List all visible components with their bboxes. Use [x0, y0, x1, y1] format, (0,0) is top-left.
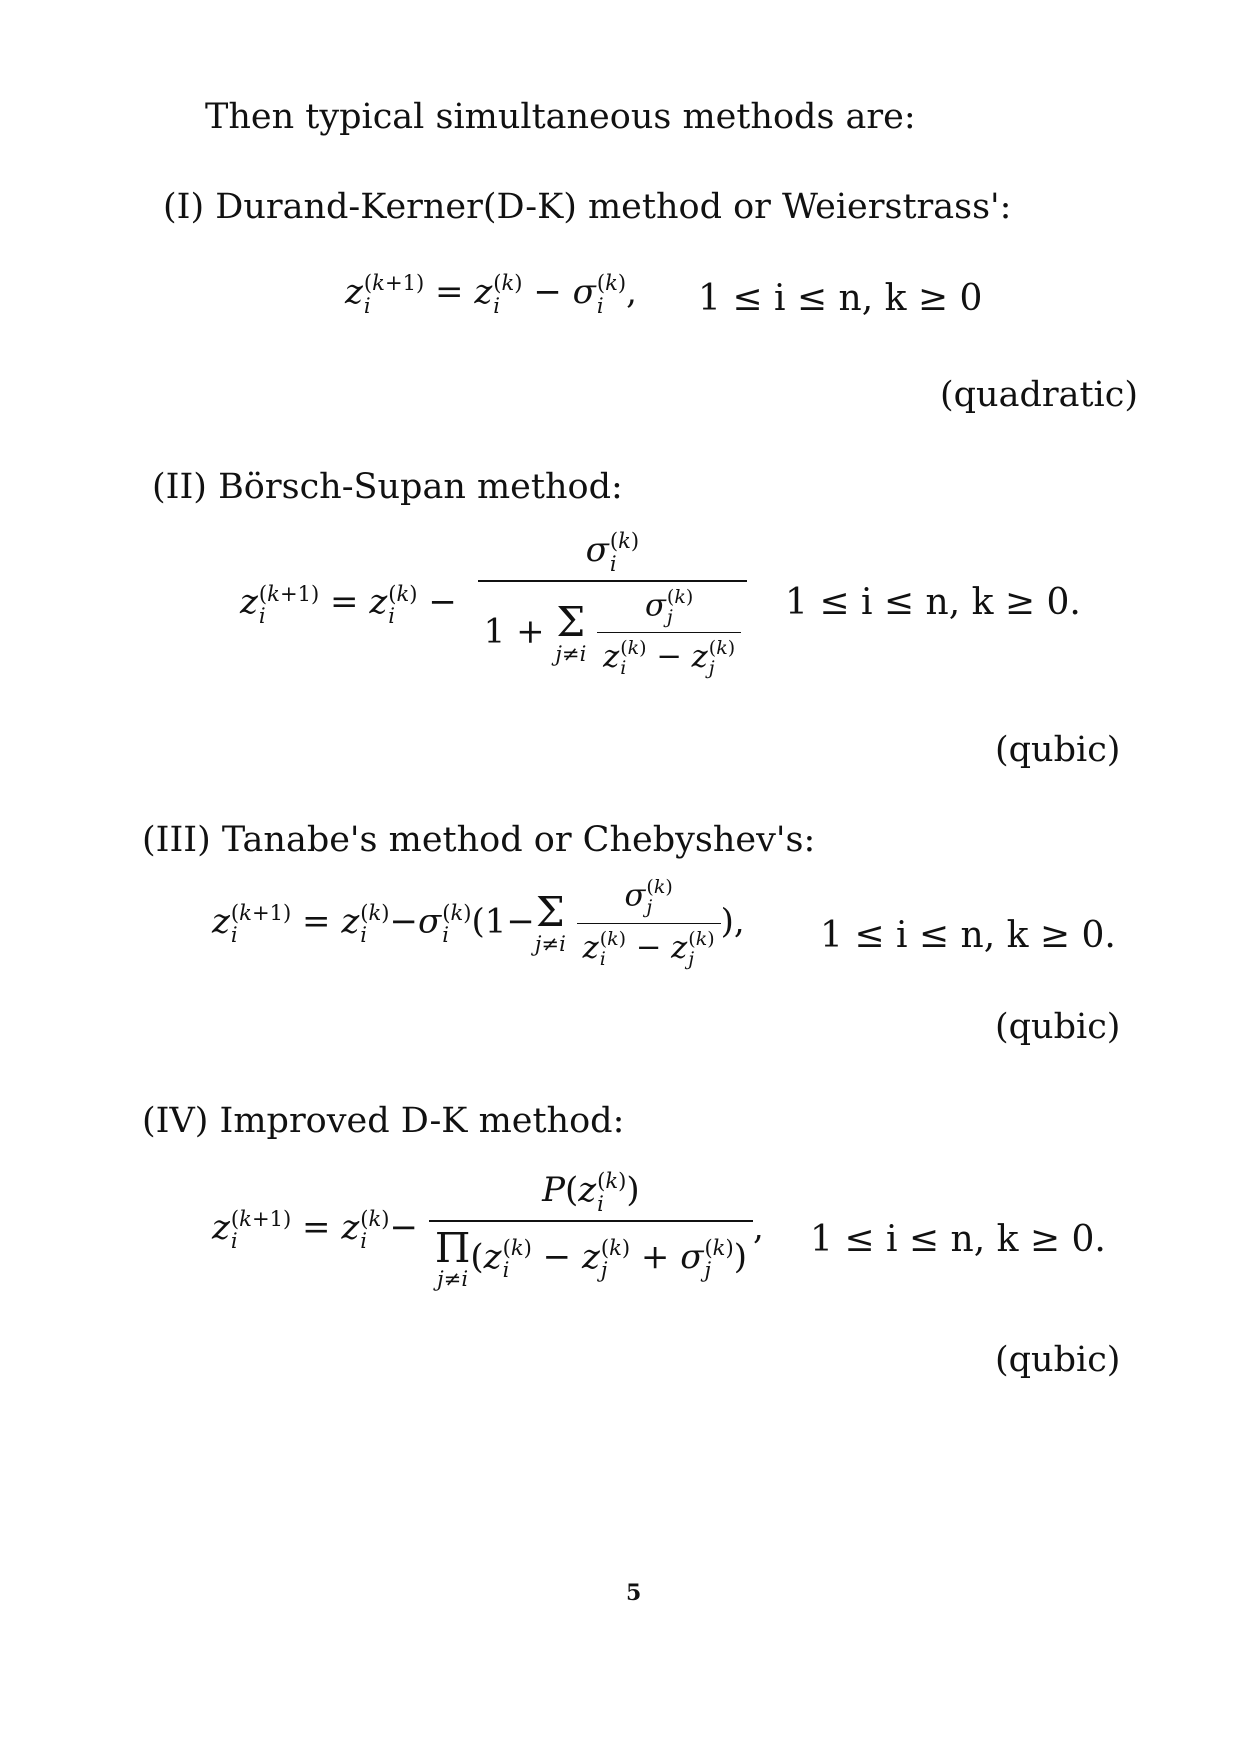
method-2-condition: 1 ≤ i ≤ n, k ≥ 0. — [785, 582, 1081, 623]
intro-text: Then typical simultaneous methods are: — [205, 97, 916, 137]
method-1-heading: (I) Durand-Kerner(D-K) method or Weierst… — [163, 187, 1012, 227]
method-2-order: (qubic) — [995, 730, 1121, 770]
method-4-order: (qubic) — [995, 1340, 1121, 1380]
method-2-heading: (II) Börsch-Supan method: — [152, 467, 623, 507]
method-1-equation: z(k+1)i = z(k)i − σ(k)i, — [345, 270, 637, 318]
method-4-heading: (IV) Improved D-K method: — [142, 1101, 625, 1141]
method-3-order: (qubic) — [995, 1007, 1121, 1047]
method-1-order: (quadratic) — [940, 375, 1138, 415]
method-3-heading: (III) Tanabe's method or Chebyshev's: — [142, 820, 816, 860]
method-4-condition: 1 ≤ i ≤ n, k ≥ 0. — [810, 1219, 1106, 1260]
method-1-condition: 1 ≤ i ≤ n, k ≥ 0 — [698, 278, 983, 319]
page-number: 5 — [626, 1580, 642, 1606]
method-3-condition: 1 ≤ i ≤ n, k ≥ 0. — [820, 915, 1116, 956]
